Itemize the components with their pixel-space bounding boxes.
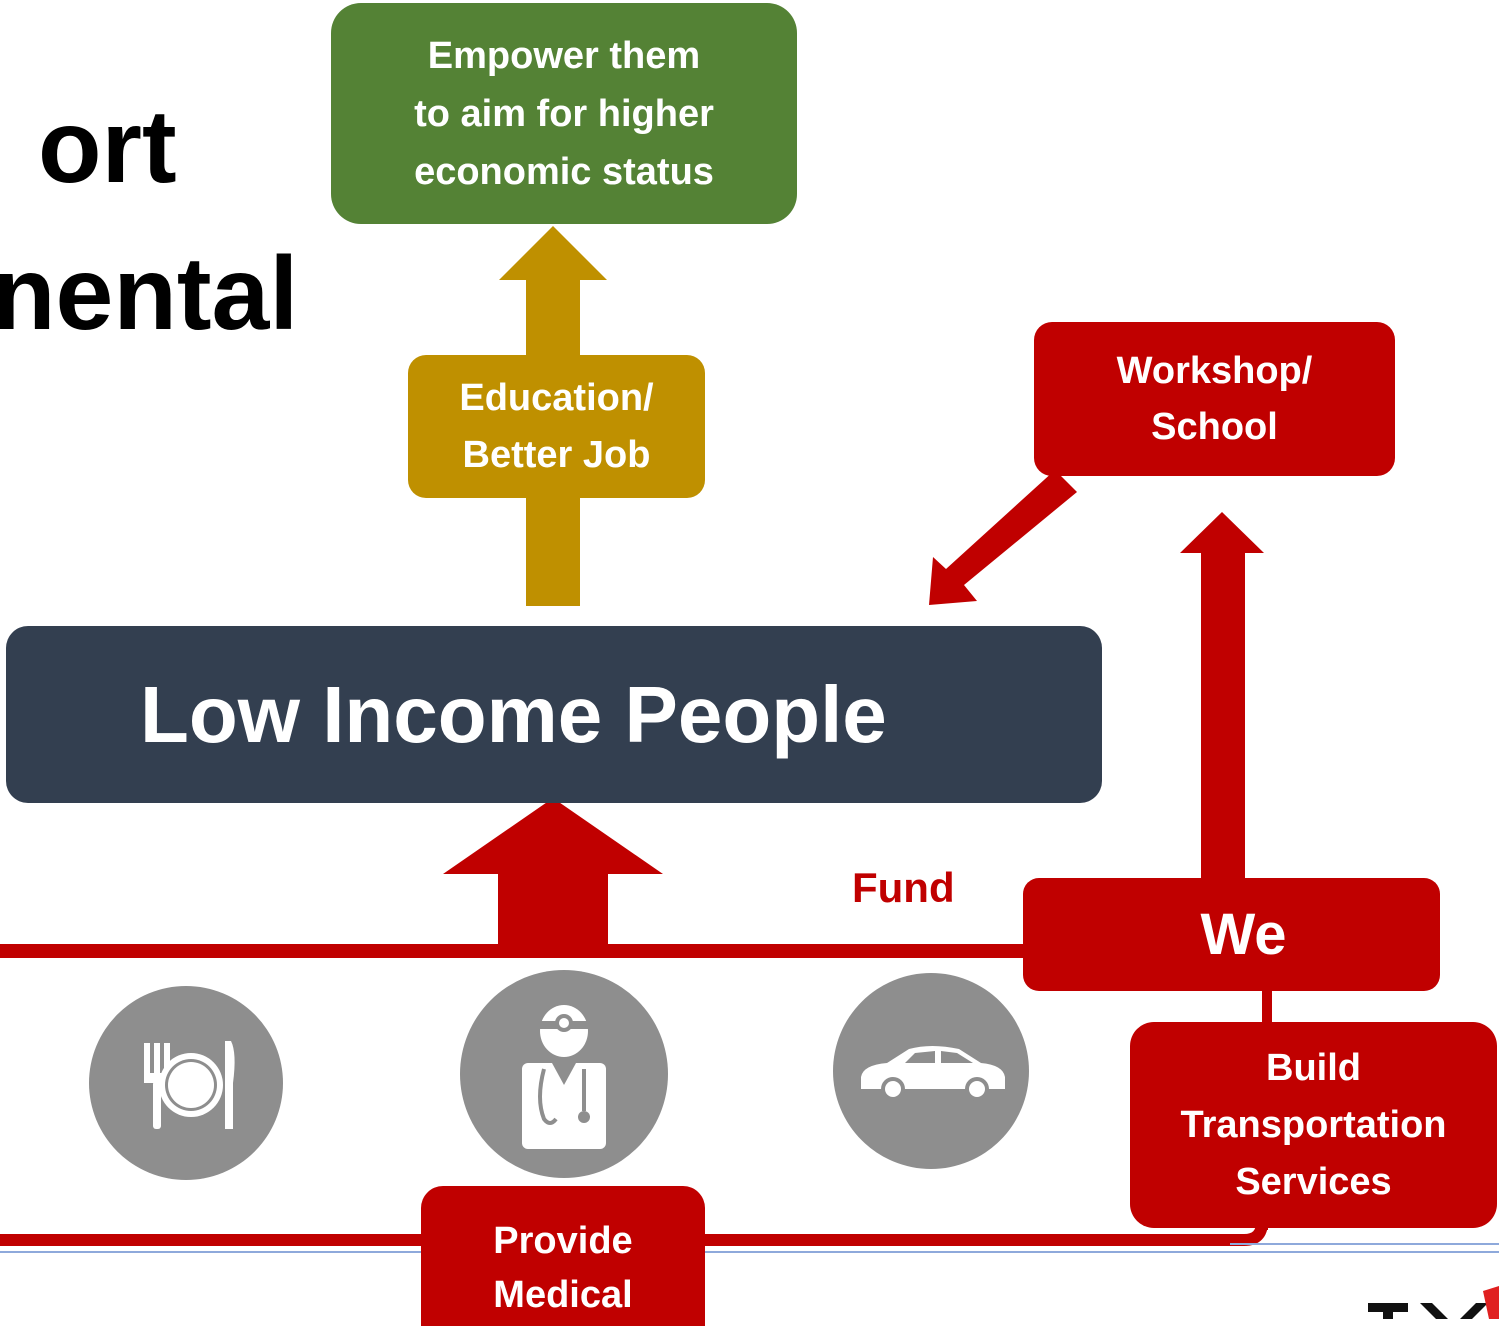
we-box: We bbox=[1023, 878, 1440, 991]
medical-box: Provide Medical bbox=[421, 1186, 705, 1326]
car-icon bbox=[833, 973, 1029, 1169]
logo-fragment bbox=[1368, 1286, 1499, 1319]
workshop-box: Workshop/ School bbox=[1034, 322, 1395, 476]
medical-box-label: Provide Medical bbox=[493, 1220, 633, 1316]
red-arrow-workshop-to-people bbox=[929, 470, 1077, 605]
we-transport-connector bbox=[1262, 985, 1272, 1030]
food-plate-icon bbox=[89, 986, 283, 1180]
low-income-people-box: Low Income People bbox=[6, 626, 1102, 803]
education-box: Education/ Better Job bbox=[408, 355, 705, 498]
transportation-box: Build Transportation Services bbox=[1130, 1022, 1497, 1228]
fund-label: Fund bbox=[852, 864, 955, 911]
empower-box: Empower them to aim for higher economic … bbox=[331, 3, 797, 224]
fund-line bbox=[0, 944, 1030, 958]
title-fragment-line2: nental bbox=[0, 236, 299, 352]
red-arrow-up bbox=[443, 798, 663, 948]
doctor-icon bbox=[460, 970, 668, 1178]
title-fragment-line1: ort bbox=[38, 89, 177, 205]
red-arrow-we-to-workshop bbox=[1180, 512, 1264, 900]
